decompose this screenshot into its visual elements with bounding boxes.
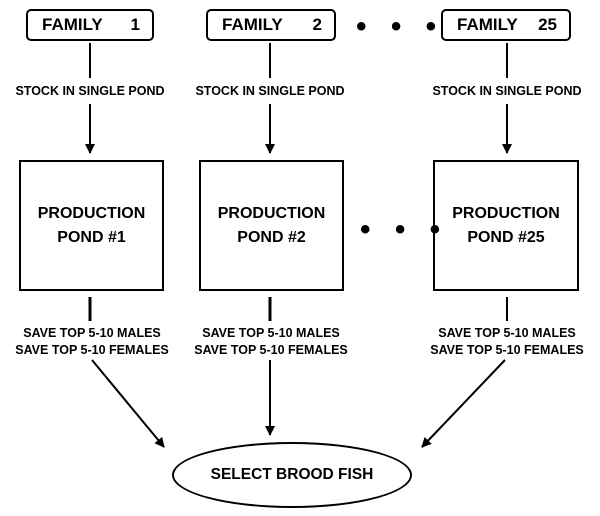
pond-title: PRODUCTION bbox=[217, 204, 326, 222]
save-males-text: SAVE TOP 5-10 MALES bbox=[438, 326, 576, 340]
save-females-text: SAVE TOP 5-10 FEMALES bbox=[430, 343, 584, 357]
family-label: FAMILY bbox=[222, 15, 283, 34]
family-label: FAMILY bbox=[457, 15, 518, 34]
save-label-1: SAVE TOP 5-10 MALES SAVE TOP 5-10 FEMALE… bbox=[15, 325, 169, 359]
pond-number: POND #2 bbox=[237, 228, 306, 246]
pond-title: PRODUCTION bbox=[37, 204, 146, 222]
pond-number: POND #25 bbox=[467, 228, 545, 246]
save-label-25: SAVE TOP 5-10 MALES SAVE TOP 5-10 FEMALE… bbox=[430, 325, 584, 359]
save-females-text: SAVE TOP 5-10 FEMALES bbox=[194, 343, 348, 357]
stock-label-1: STOCK IN SINGLE POND bbox=[15, 84, 165, 98]
family-box-1: FAMILY 1 bbox=[26, 9, 154, 41]
family-number: 25 bbox=[538, 15, 557, 34]
save-label-2: SAVE TOP 5-10 MALES SAVE TOP 5-10 FEMALE… bbox=[194, 325, 348, 359]
save-males-text: SAVE TOP 5-10 MALES bbox=[23, 326, 161, 340]
family-label: FAMILY bbox=[42, 15, 103, 34]
pond-title: PRODUCTION bbox=[452, 204, 560, 222]
family-box-25: FAMILY 25 bbox=[441, 9, 571, 41]
production-pond-2: PRODUCTION POND #2 bbox=[199, 160, 344, 291]
pond-ellipsis: • • • bbox=[360, 213, 449, 246]
arrow-save-25-to-brood bbox=[421, 359, 506, 448]
stock-label-2: STOCK IN SINGLE POND bbox=[195, 84, 345, 98]
production-pond-25: PRODUCTION POND #25 bbox=[433, 160, 579, 291]
family-number: 2 bbox=[312, 15, 322, 34]
arrow-save-1-to-brood bbox=[91, 359, 165, 448]
pond-number: POND #1 bbox=[57, 228, 126, 246]
family-ellipsis: • • • bbox=[356, 10, 445, 43]
production-pond-1: PRODUCTION POND #1 bbox=[19, 160, 164, 291]
stock-label-25: STOCK IN SINGLE POND bbox=[432, 84, 582, 98]
save-females-text: SAVE TOP 5-10 FEMALES bbox=[15, 343, 169, 357]
save-males-text: SAVE TOP 5-10 MALES bbox=[202, 326, 340, 340]
family-box-2: FAMILY 2 bbox=[206, 9, 336, 41]
select-brood-fish-node: SELECT BROOD FISH bbox=[172, 442, 412, 508]
family-number: 1 bbox=[130, 15, 140, 34]
